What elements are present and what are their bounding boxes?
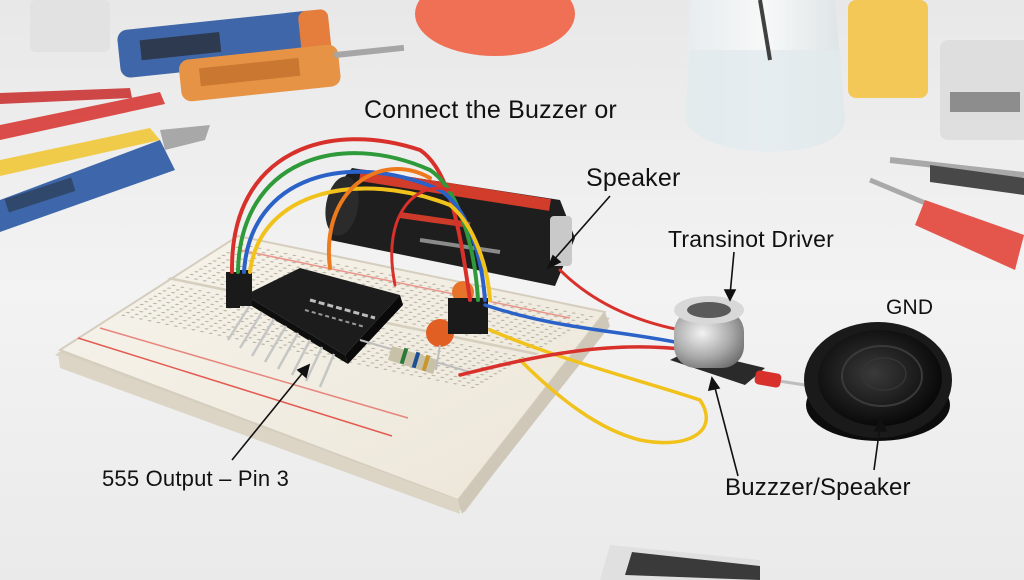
arrow-to-transistor	[729, 251, 735, 296]
white-cup	[30, 0, 110, 52]
transistor-module	[670, 296, 782, 388]
speaker	[804, 322, 952, 441]
annotation-connect-buzzer: Connect the Buzzer or	[364, 96, 617, 124]
wires	[229, 137, 807, 445]
arrow-to-battery-connector	[551, 195, 611, 263]
screwdrivers-right	[869, 157, 1024, 270]
pliers-left	[0, 88, 210, 232]
callout-arrows	[231, 195, 888, 477]
annotation-buzzer-speaker: Buzzzer/Speaker	[725, 474, 911, 501]
device-box	[940, 40, 1024, 140]
yellow-bottle	[848, 0, 928, 98]
annotation-speaker: Speaker	[586, 164, 681, 192]
arrow-to-buzzer-module	[713, 383, 739, 477]
resistor	[359, 339, 471, 374]
header-pins	[226, 270, 488, 334]
capacitor-1	[426, 319, 454, 347]
arrow-to-chip	[231, 369, 306, 461]
annotation-transistor-driver: Transinot Driver	[668, 226, 834, 252]
arrow-to-speaker	[873, 425, 881, 471]
annotation-555-output: 555 Output – Pin 3	[102, 466, 290, 491]
corner-battery	[600, 545, 760, 580]
ic-chip	[226, 268, 403, 388]
battery-orange	[179, 44, 405, 102]
glass-beaker	[685, 0, 845, 152]
annotation-gnd: GND	[886, 296, 934, 319]
orange-bowl	[415, 0, 575, 56]
